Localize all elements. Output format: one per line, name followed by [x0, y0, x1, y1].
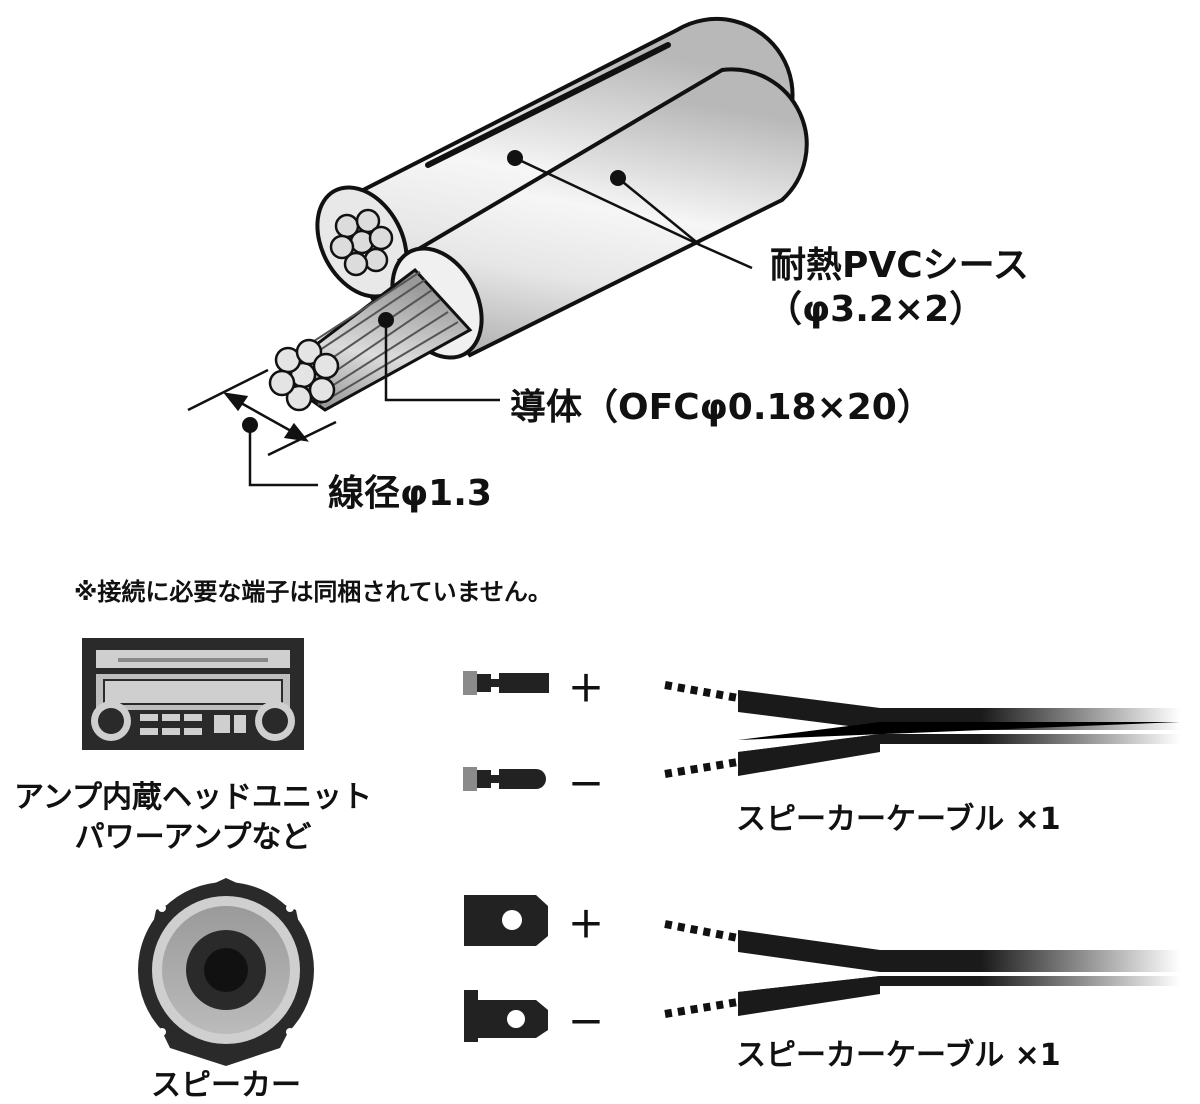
speaker-cable-caption: スピーカーケーブル ×1 [736, 1038, 1061, 1073]
flat-terminal-plus [464, 895, 548, 946]
diameter-dimension [187, 368, 337, 457]
head-unit-caption-line1: アンプ内蔵ヘッドユニット [14, 780, 372, 815]
terminal-notice: ※接続に必要な端子は同梱されていません。 [74, 578, 552, 606]
leader-lines [248, 156, 753, 487]
head-unit-caption-line2: パワーアンプなど [74, 820, 312, 855]
flat-terminal-minus [464, 990, 548, 1042]
sheath-size-label: （φ3.2×2） [766, 289, 986, 330]
speaker-icon [138, 878, 314, 1066]
speaker-cable-upper [664, 681, 1180, 778]
bullet-terminal-minus [463, 767, 546, 791]
leader-dots [242, 150, 626, 433]
speaker-plus-sign: ＋ [568, 905, 605, 946]
speaker-caption: スピーカー [151, 1068, 301, 1103]
speaker-cable-lower [664, 920, 1180, 1018]
front-conductor-strands [268, 338, 340, 412]
head-unit-minus-sign: － [568, 765, 605, 806]
bullet-terminal-plus [463, 671, 549, 695]
sheath-label: 耐熱PVCシース [770, 245, 1029, 286]
twin-cable-illustration [187, 16, 809, 457]
conductor-label: 導体（OFCφ0.18×20） [510, 387, 933, 428]
head-unit-cable-caption: スピーカーケーブル ×1 [736, 802, 1061, 837]
speaker-minus-sign: － [568, 1003, 605, 1044]
head-unit-plus-sign: ＋ [568, 669, 605, 710]
wire-diameter-label: 線径φ1.3 [328, 473, 492, 514]
head-unit-icon [82, 638, 304, 750]
back-conductor-strands [329, 208, 394, 277]
